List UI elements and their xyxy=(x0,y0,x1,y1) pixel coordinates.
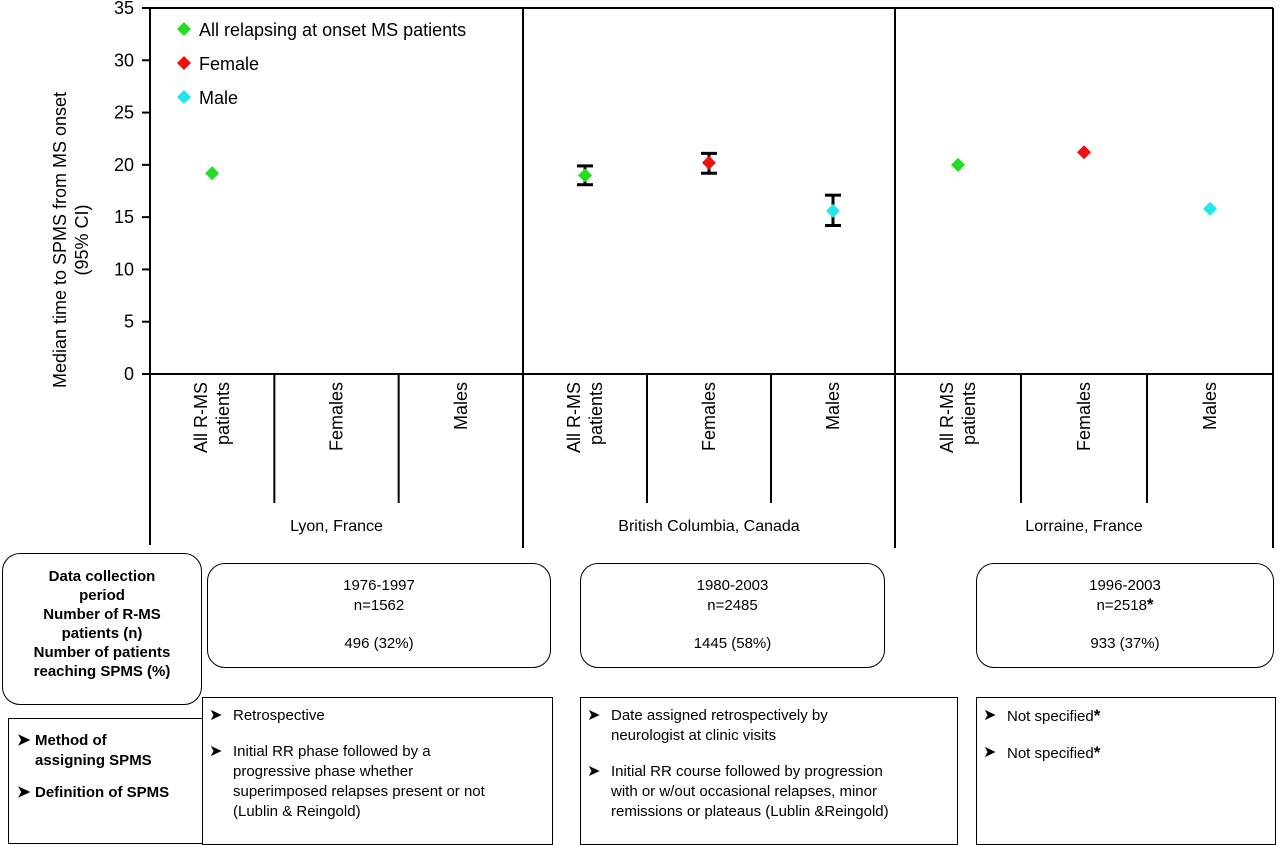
n-text: n=1562 xyxy=(353,597,405,614)
method-box-lorraine: ➤ Not specified* ➤ Not specified* xyxy=(976,697,1276,845)
y-tick-label: 10 xyxy=(114,259,134,279)
y-tick-label: 20 xyxy=(114,155,134,175)
category-label: Males xyxy=(451,382,471,430)
header-period-label-2: period xyxy=(79,587,125,604)
y-tick-label: 25 xyxy=(114,103,134,123)
spms-text: 1445 (58%) xyxy=(693,635,772,652)
legend-marker xyxy=(177,56,191,70)
y-axis-label: (95% CI) xyxy=(72,204,92,275)
category-label: Females xyxy=(327,382,347,451)
definition-item: ➤ Initial RR course followed by progress… xyxy=(587,763,889,820)
arrow-icon: ➤ xyxy=(983,744,997,761)
arrow-icon: ➤ xyxy=(587,763,601,780)
spms-text: 933 (37%) xyxy=(1090,635,1160,652)
group-label: Lorraine, France xyxy=(1025,518,1142,535)
y-tick-label: 5 xyxy=(124,312,134,332)
arrow-icon: ➤ xyxy=(587,707,601,724)
legend-marker xyxy=(177,90,191,104)
category-label: All R-MS xyxy=(564,382,584,453)
data-point xyxy=(578,168,592,183)
spms-text: 496 (32%) xyxy=(344,635,414,652)
n-text: n=2518 xyxy=(1096,597,1147,614)
method-item: ➤ Retrospective xyxy=(209,707,325,724)
definition-item: ➤ Not specified* xyxy=(983,743,1101,762)
definition-label: ➤ Definition of SPMS xyxy=(17,784,170,801)
y-tick-label: 15 xyxy=(114,207,134,227)
category-label: patients xyxy=(586,382,606,445)
summary-box-lorraine: 1996-2003 n=2518* 933 (37%) xyxy=(976,563,1274,668)
n-asterisk: * xyxy=(1146,595,1154,614)
summary-header-box: Data collection period Number of R-MS pa… xyxy=(2,553,202,705)
data-point xyxy=(1203,201,1217,216)
category-label: Males xyxy=(823,382,843,430)
y-tick-label: 30 xyxy=(114,50,134,70)
category-label: Females xyxy=(1074,382,1094,451)
group-label: Lyon, France xyxy=(290,518,383,535)
category-label: patients xyxy=(213,382,233,445)
category-label: All R-MS xyxy=(191,382,211,453)
legend-marker xyxy=(177,22,191,36)
y-tick-label: 0 xyxy=(124,364,134,384)
category-label: All R-MS xyxy=(937,382,957,453)
asterisk: * xyxy=(1093,706,1101,725)
header-spms-label-2: reaching SPMS (%) xyxy=(33,663,171,680)
legend-label: All relapsing at onset MS patients xyxy=(199,20,466,40)
data-point xyxy=(951,157,965,172)
arrow-icon: ➤ xyxy=(209,707,223,724)
header-period-label-1: Data collection xyxy=(48,568,156,585)
summary-box-british-columbia: 1980-2003 n=2485 1445 (58%) xyxy=(580,563,885,668)
header-n-label-2: patients (n) xyxy=(61,625,143,642)
method-box-british-columbia: ➤ Date assigned retrospectively by neuro… xyxy=(580,697,958,845)
summary-box-lyon: 1976-1997 n=1562 496 (32%) xyxy=(207,563,551,668)
arrow-icon: ➤ xyxy=(983,707,997,724)
data-point xyxy=(205,166,220,181)
period-text: 1980-2003 xyxy=(696,577,769,594)
legend-label: Female xyxy=(199,54,259,74)
y-tick-label: 35 xyxy=(114,0,134,18)
definition-item: ➤ Initial RR phase followed by a progres… xyxy=(209,743,485,820)
arrow-icon: ➤ xyxy=(17,784,31,801)
legend-label: Male xyxy=(199,88,238,108)
method-box-lyon: ➤ Retrospective ➤ Initial RR phase follo… xyxy=(202,697,553,845)
header-n-label-1: Number of R-MS xyxy=(43,606,161,623)
category-label: Females xyxy=(699,382,719,451)
arrow-icon: ➤ xyxy=(17,732,31,749)
arrow-icon: ➤ xyxy=(209,743,223,760)
n-text: n=2485 xyxy=(707,597,758,614)
category-label: Males xyxy=(1200,382,1220,430)
method-item: ➤ Not specified* xyxy=(983,706,1101,725)
asterisk: * xyxy=(1093,743,1101,762)
data-point xyxy=(826,203,840,218)
method-label: ➤ Method of assigning SPMS xyxy=(17,732,152,769)
method-item: ➤ Date assigned retrospectively by neuro… xyxy=(587,707,828,744)
header-spms-label-1: Number of patients xyxy=(33,644,171,661)
y-axis-label: Median time to SPMS from MS onset xyxy=(50,92,70,388)
method-labels-box: ➤ Method of assigning SPMS ➤ Definition … xyxy=(8,718,204,844)
group-label: British Columbia, Canada xyxy=(618,518,800,535)
period-text: 1976-1997 xyxy=(343,577,415,594)
data-point xyxy=(1077,145,1091,160)
category-label: patients xyxy=(959,382,979,445)
data-point xyxy=(702,155,716,170)
period-text: 1996-2003 xyxy=(1089,577,1161,594)
